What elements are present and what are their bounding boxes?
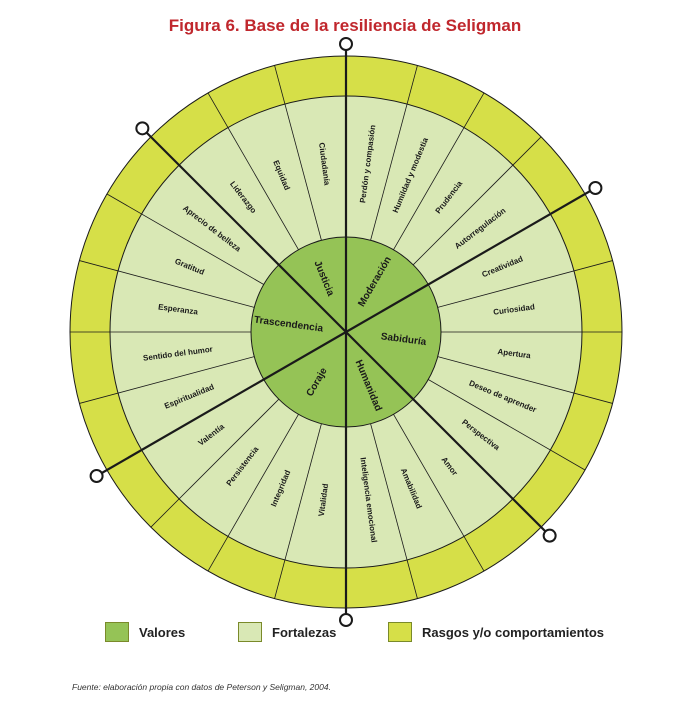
- strength-divider: [437, 260, 613, 308]
- strength-divider: [79, 260, 255, 308]
- strength-divider: [274, 423, 322, 599]
- value-divider: [345, 331, 551, 537]
- legend-label-fortalezas: Fortalezas: [272, 624, 337, 640]
- divider-endpoint: [542, 528, 557, 543]
- legend-item-rasgos: Rasgos y/o comportamientos: [388, 622, 604, 642]
- divider-endpoint: [89, 469, 104, 483]
- strength-divider: [79, 356, 255, 404]
- divider-endpoint: [339, 613, 353, 627]
- strength-label: Vitalidad: [317, 483, 330, 517]
- strength-divider: [106, 193, 264, 285]
- strength-divider: [207, 92, 299, 250]
- legend-item-valores: Valores: [105, 622, 185, 642]
- legend-label-rasgos: Rasgos y/o comportamientos: [422, 624, 605, 640]
- value-divider: [96, 331, 347, 477]
- legend-label-valores: Valores: [139, 624, 186, 640]
- divider-endpoint: [588, 181, 603, 195]
- strength-divider: [150, 398, 280, 528]
- strength-divider: [393, 414, 485, 572]
- divider-endpoint: [339, 37, 353, 51]
- strength-divider: [412, 136, 542, 266]
- divider-endpoint: [135, 121, 150, 136]
- strength-divider: [437, 356, 613, 404]
- value-divider: [345, 187, 596, 333]
- strength-divider: [370, 65, 418, 241]
- strength-label: Apertura: [497, 347, 532, 360]
- legend-swatch-rasgos: [388, 622, 412, 642]
- strength-divider: [428, 379, 586, 471]
- figure-title: Figura 6. Base de la resiliencia de Seli…: [168, 16, 522, 35]
- value-divider: [141, 127, 347, 333]
- strength-divider: [274, 65, 322, 241]
- legend-swatch-fortalezas: [238, 622, 262, 642]
- legend-item-fortalezas: Fortalezas: [238, 622, 336, 642]
- strength-divider: [393, 92, 485, 250]
- legend-swatch-valores: [105, 622, 129, 642]
- source-note: Fuente: elaboración propia con datos de …: [72, 682, 331, 692]
- strength-divider: [370, 423, 418, 599]
- strength-divider: [207, 414, 299, 572]
